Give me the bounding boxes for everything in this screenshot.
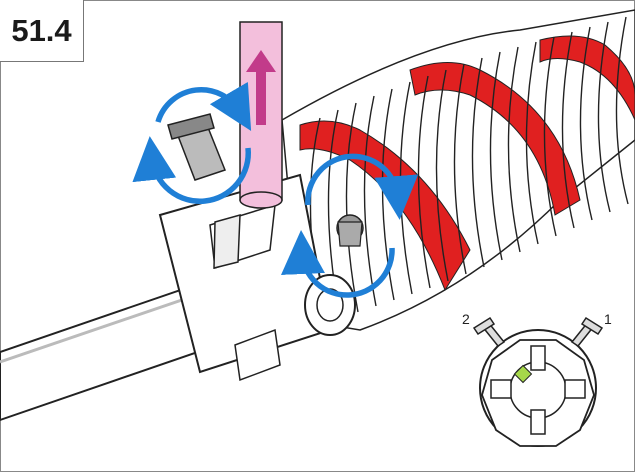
screw-marker-2: 2	[462, 311, 470, 327]
set-screw-right	[337, 215, 363, 246]
cone-clip	[214, 215, 240, 268]
screw-marker-1: 1	[604, 311, 612, 327]
step-label: 51.4	[0, 0, 84, 62]
